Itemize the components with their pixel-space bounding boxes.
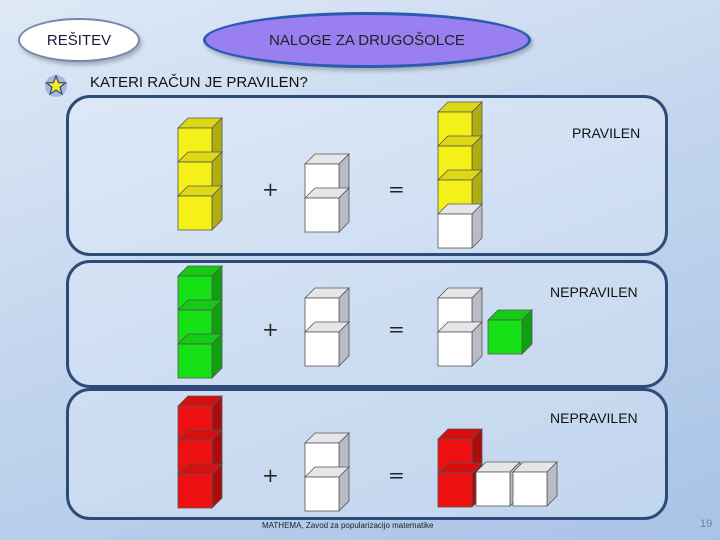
solution-button-label: REŠITEV — [46, 31, 112, 49]
equation-panel-1 — [66, 95, 668, 256]
solution-button[interactable]: REŠITEV — [18, 18, 140, 62]
cube-white — [304, 321, 350, 367]
tasks-button-label: NALOGE ZA DRUGOŠOLCE — [269, 31, 465, 49]
cube-white — [304, 187, 350, 233]
equation-panel-3 — [66, 388, 668, 520]
cube-white — [512, 461, 558, 507]
question-text: KATERI RAČUN JE PRAVILEN? — [90, 74, 308, 91]
cube-white — [304, 466, 350, 512]
cube-white — [437, 321, 483, 367]
equals-sign-1: = — [388, 177, 405, 201]
plus-sign-2: + — [262, 317, 279, 341]
equals-sign-2: = — [388, 317, 405, 341]
verdict-label-1: PRAVILEN — [572, 125, 641, 141]
cube-white — [304, 287, 350, 333]
tasks-button[interactable]: NALOGE ZA DRUGOŠOLCE — [203, 12, 531, 68]
equation-panel-2 — [66, 260, 668, 388]
cube-white — [437, 203, 483, 249]
cube-red — [177, 463, 223, 509]
verdict-label-3: NEPRAVILEN — [550, 410, 638, 426]
plus-sign-3: + — [262, 463, 279, 487]
equals-sign-3: = — [388, 463, 405, 487]
star-icon — [44, 74, 68, 97]
page-number: 19 — [700, 518, 713, 530]
cube-green — [177, 333, 223, 379]
cube-yellow — [177, 185, 223, 231]
cube-green — [487, 309, 533, 355]
verdict-label-2: NEPRAVILEN — [550, 284, 638, 300]
footer-credit: MATHEMA, Zavod za popularizacijo matemat… — [262, 521, 434, 530]
plus-sign-1: + — [262, 177, 279, 201]
